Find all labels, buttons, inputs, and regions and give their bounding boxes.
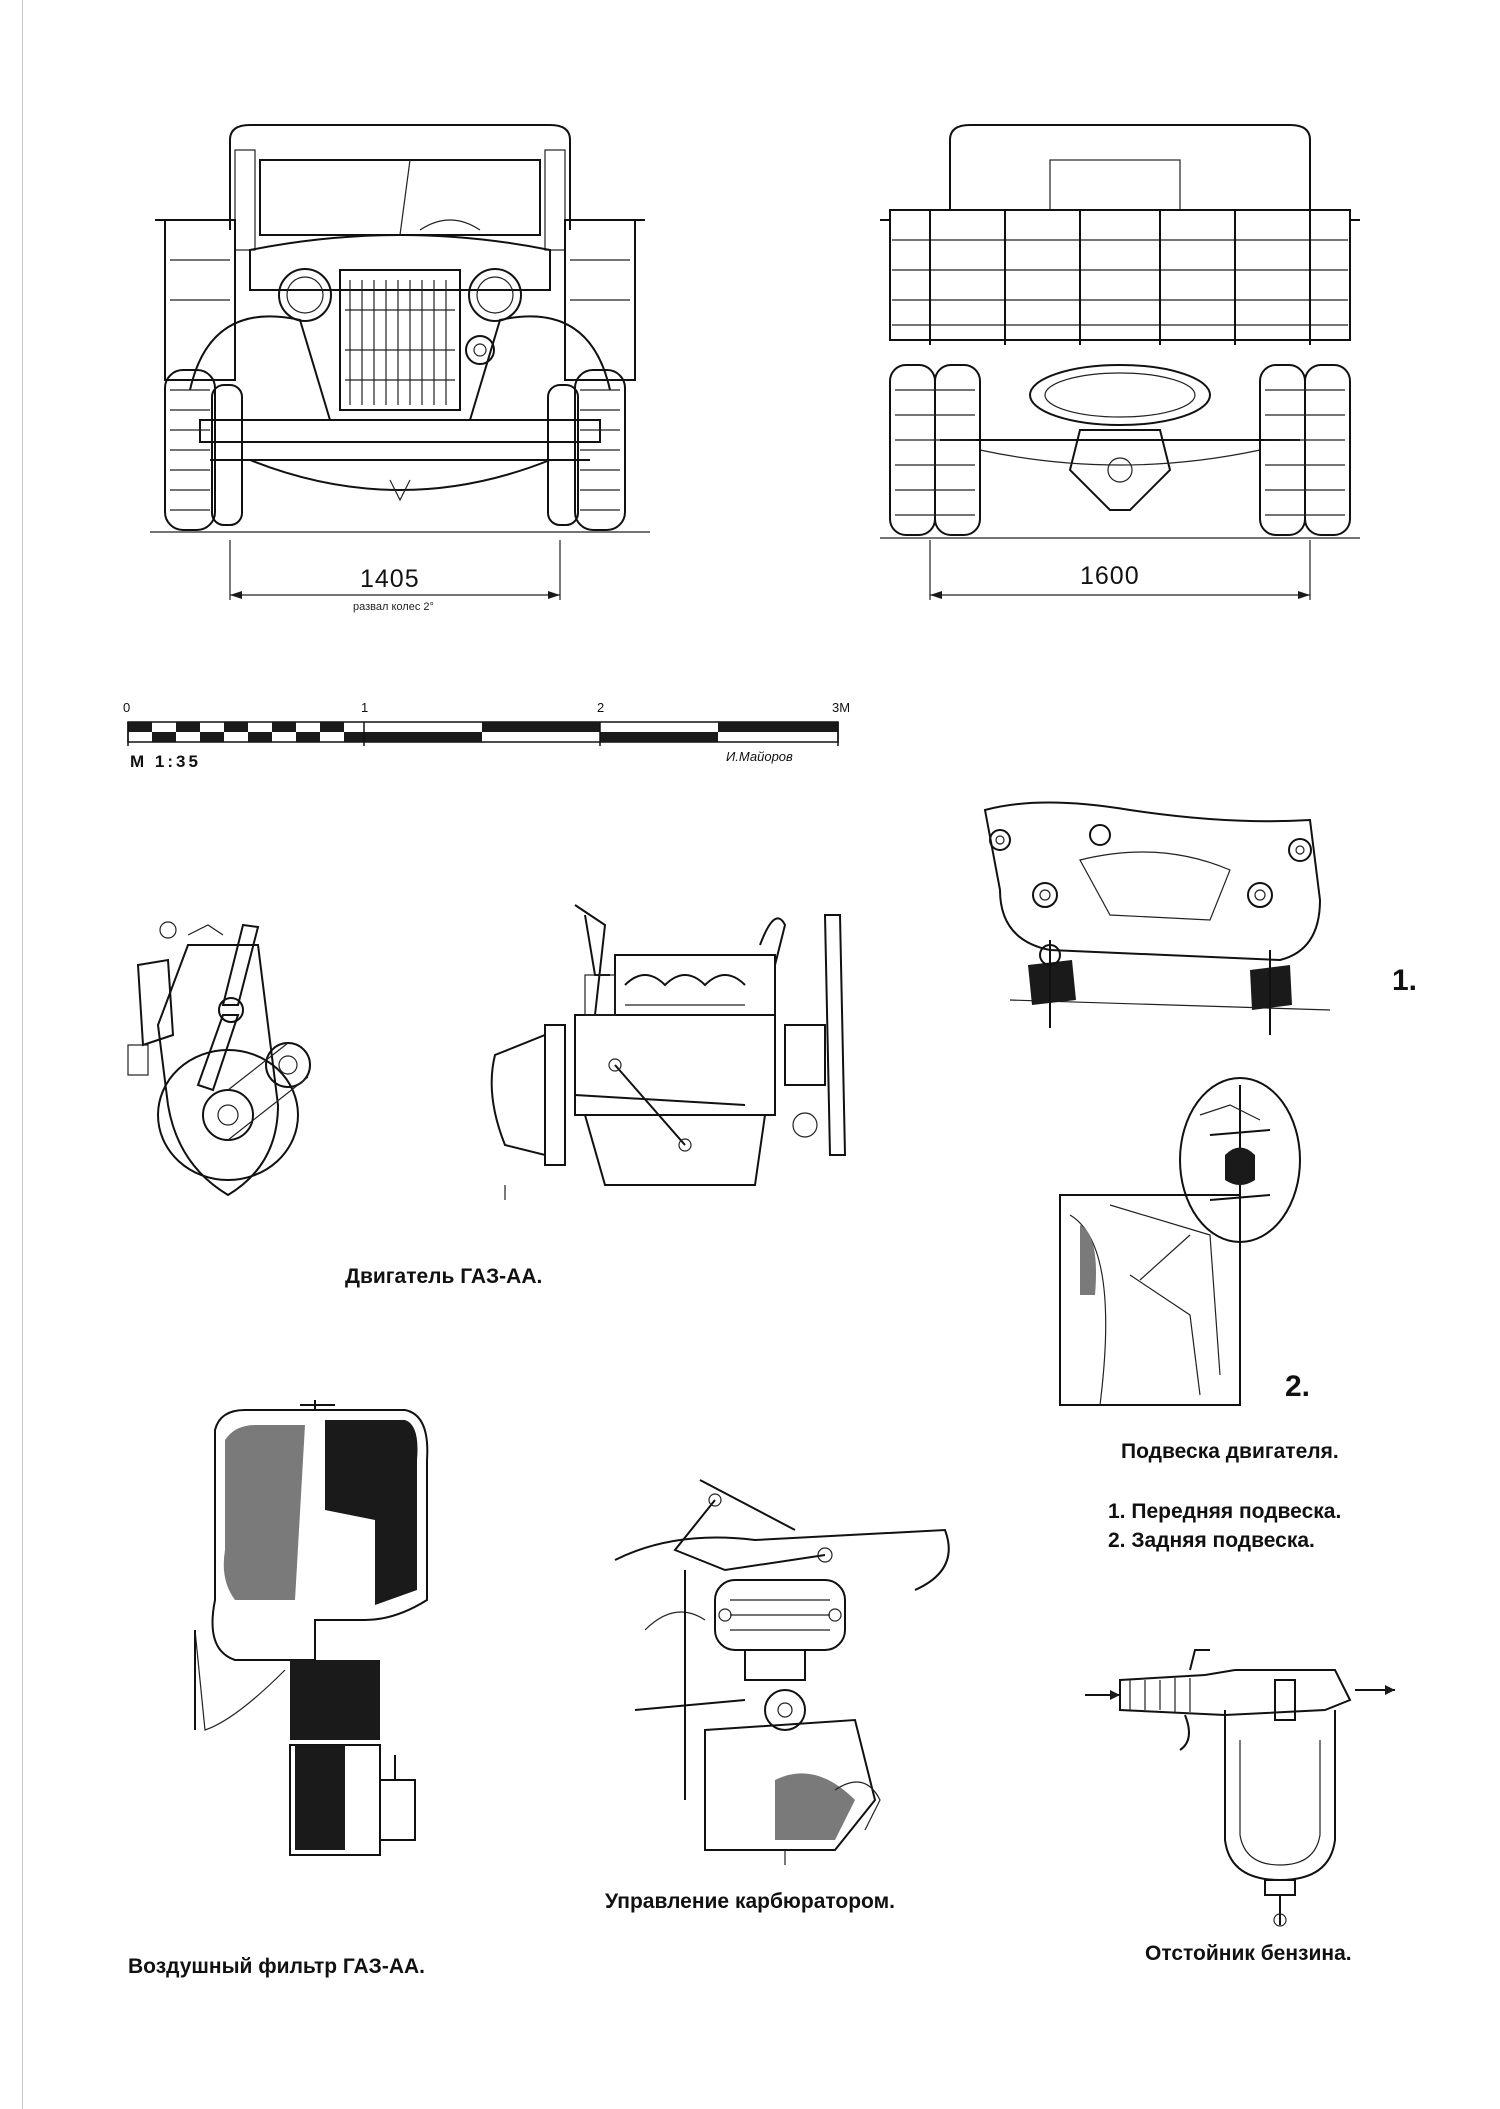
engine-mount-item-2: 2. Задняя подвеска. bbox=[1108, 1529, 1315, 1552]
engine-front-mount-drawing bbox=[983, 801, 1331, 1035]
engine-front-view-drawing bbox=[127, 921, 311, 1197]
truck-front-view-drawing bbox=[150, 124, 650, 600]
scale-tick-3: 3М bbox=[832, 700, 851, 715]
air-filter-drawing bbox=[194, 1400, 429, 1856]
page-margin-line bbox=[22, 0, 23, 2109]
carburetor-control-caption: Управление карбюратором. bbox=[605, 1890, 895, 1913]
scale-bar bbox=[127, 721, 839, 746]
rear-track-dimension: 1600 bbox=[1080, 562, 1140, 590]
front-camber-note: развал колес 2° bbox=[353, 601, 434, 613]
scale-tick-1: 1 bbox=[361, 700, 369, 715]
front-track-dimension: 1405 bbox=[360, 565, 420, 593]
marker-one: 1. bbox=[1392, 964, 1418, 997]
fuel-settler-drawing bbox=[1085, 1649, 1395, 1927]
engine-side-view-drawing bbox=[490, 904, 847, 1200]
engine-caption: Двигатель ГАЗ-АА. bbox=[345, 1265, 543, 1288]
author-signature: И.Майоров bbox=[726, 749, 793, 764]
truck-rear-view-drawing bbox=[880, 124, 1360, 600]
scale-tick-0: 0 bbox=[123, 700, 131, 715]
engine-mount-item-1: 1. Передняя подвеска. bbox=[1108, 1500, 1342, 1523]
scale-label: М 1:35 bbox=[130, 752, 201, 771]
engine-mount-caption: Подвеска двигателя. bbox=[1121, 1440, 1339, 1463]
scale-tick-2: 2 bbox=[597, 700, 605, 715]
engine-rear-mount-drawing bbox=[1059, 1077, 1301, 1406]
marker-two: 2. bbox=[1285, 1370, 1311, 1403]
fuel-settler-caption: Отстойник бензина. bbox=[1145, 1942, 1352, 1965]
carburetor-control-drawing bbox=[614, 1479, 950, 1865]
air-filter-caption: Воздушный фильтр ГАЗ-АА. bbox=[128, 1955, 425, 1978]
